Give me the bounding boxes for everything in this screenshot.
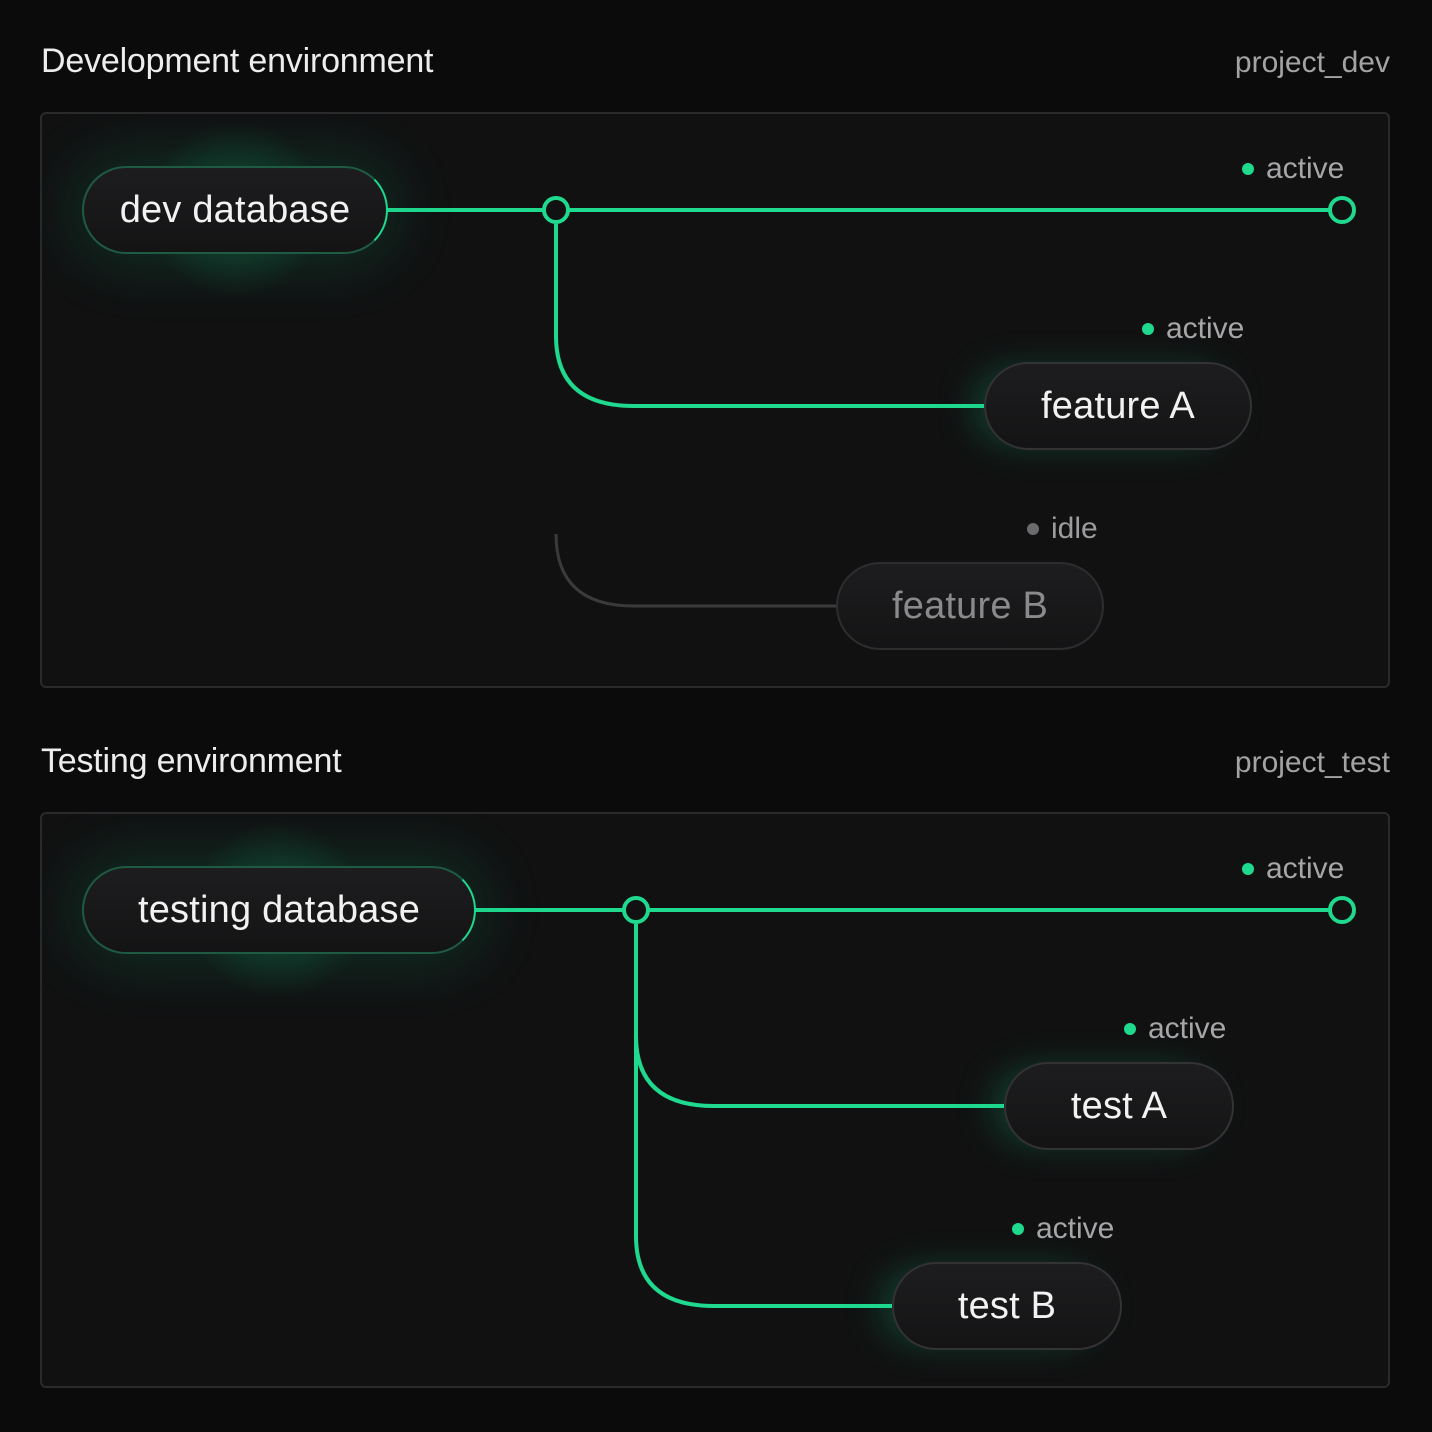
dev-links [386,196,1356,608]
feature-b-node[interactable]: feature B [836,562,1104,650]
dev-end-node [1328,196,1356,224]
status-label: active [1148,1012,1227,1045]
dev-junction-node [542,196,570,224]
test-junction-node [622,896,650,924]
status-dot-icon [1027,523,1039,535]
feature-a-node[interactable]: feature A [984,362,1252,450]
feature-a-status: active [1142,312,1244,346]
status-label: active [1266,852,1345,885]
panel-test: testing database active active test A ac… [40,812,1390,1388]
test-main-status: active [1242,852,1344,886]
section-title-test: Testing environment [41,742,342,780]
status-dot-icon [1124,1023,1136,1035]
dev-main-status: active [1242,152,1344,186]
testing-database-node[interactable]: testing database [82,866,476,954]
status-label: active [1036,1212,1115,1245]
status-dot-icon [1142,323,1154,335]
test-b-node[interactable]: test B [892,1262,1122,1350]
test-b-status: active [1012,1212,1114,1246]
dev-branch-a-link [554,224,984,408]
status-label: idle [1051,512,1098,545]
status-label: active [1166,312,1245,345]
test-a-node[interactable]: test A [1004,1062,1234,1150]
dev-database-node[interactable]: dev database [82,166,388,254]
test-branch-a-link [634,924,1004,1108]
test-end-node [1328,896,1356,924]
test-a-status: active [1124,1012,1226,1046]
project-id-test: project_test [1234,746,1390,779]
status-label: active [1266,152,1345,185]
test-links [474,896,1356,1308]
status-dot-icon [1242,163,1254,175]
feature-b-status: idle [1027,512,1098,546]
status-dot-icon [1242,863,1254,875]
test-branch-b-link [634,1036,892,1308]
status-dot-icon [1012,1223,1024,1235]
project-id-dev: project_dev [1234,46,1390,79]
panel-dev: dev database active active feature A idl… [40,112,1390,688]
dev-branch-b-link [554,533,836,608]
section-title-dev: Development environment [41,42,434,80]
